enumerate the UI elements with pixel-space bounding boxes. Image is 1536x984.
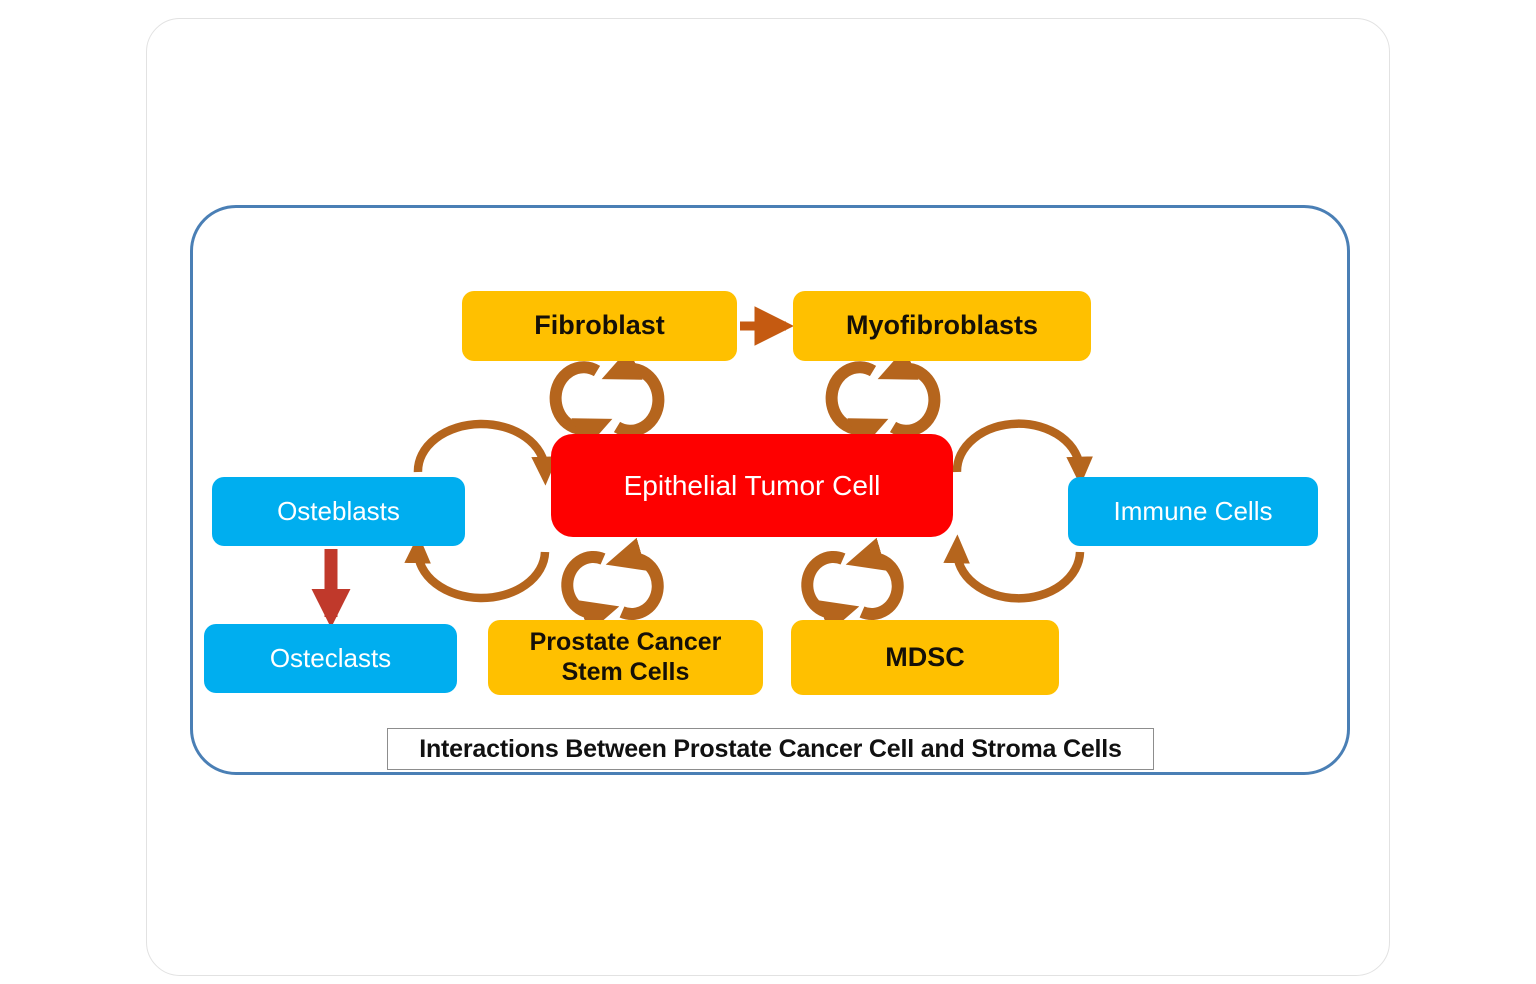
node-immune-cells[interactable]: Immune Cells bbox=[1068, 477, 1318, 546]
node-osteoclasts-label: Osteclasts bbox=[269, 643, 392, 674]
node-fibroblast-label: Fibroblast bbox=[534, 310, 665, 341]
node-mdsc-label: MDSC bbox=[885, 641, 965, 672]
node-myofibroblasts-label: Myofibroblasts bbox=[845, 310, 1039, 341]
figure-caption: Interactions Between Prostate Cancer Cel… bbox=[387, 728, 1154, 770]
node-osteoblasts-label: Osteblasts bbox=[277, 496, 400, 527]
node-osteoclasts[interactable]: Osteclasts bbox=[204, 624, 457, 693]
inner-frame bbox=[190, 205, 1350, 775]
figure-caption-text: Interactions Between Prostate Cancer Cel… bbox=[419, 734, 1122, 763]
node-epithelial-tumor-cell[interactable]: Epithelial Tumor Cell bbox=[551, 434, 953, 537]
node-pcsc-label-line1: Prostate Cancer bbox=[529, 628, 722, 656]
node-prostate-cancer-stem-cells-label: Prostate Cancer Stem Cells bbox=[488, 628, 763, 687]
node-myofibroblasts[interactable]: Myofibroblasts bbox=[793, 291, 1091, 361]
node-osteoblasts[interactable]: Osteblasts bbox=[212, 477, 465, 546]
node-fibroblast[interactable]: Fibroblast bbox=[462, 291, 737, 361]
node-pcsc-label-line2: Stem Cells bbox=[561, 657, 690, 686]
node-mdsc[interactable]: MDSC bbox=[791, 620, 1059, 695]
node-epithelial-tumor-cell-label: Epithelial Tumor Cell bbox=[623, 469, 881, 501]
node-prostate-cancer-stem-cells[interactable]: Prostate Cancer Stem Cells bbox=[488, 620, 763, 695]
node-immune-cells-label: Immune Cells bbox=[1113, 496, 1273, 527]
